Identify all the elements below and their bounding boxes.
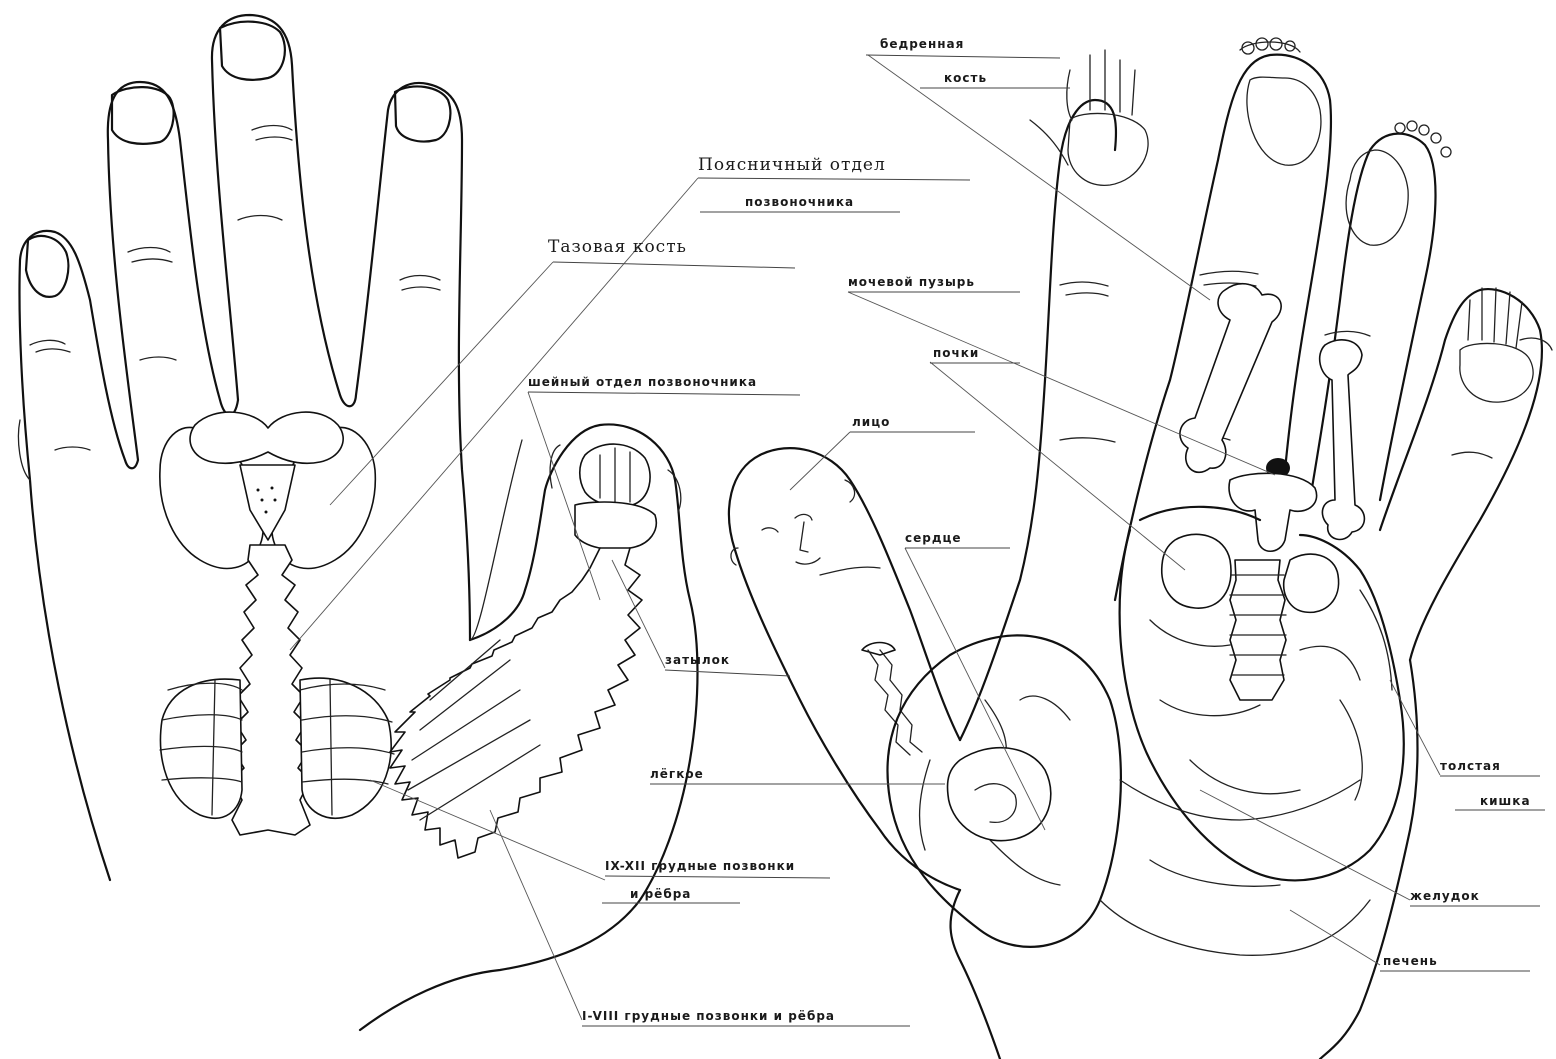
label-colon-line1: толстая [1440, 759, 1501, 773]
label-pelvic-bone: Тазовая кость [548, 237, 687, 257]
heart-drawing [948, 748, 1051, 841]
label-cervical-spine: шейный отдел позвоночника [528, 375, 757, 389]
label-occiput: затылок [665, 653, 730, 667]
label-bladder: мочевой пузырь [848, 275, 975, 289]
label-femur-line2: кость [944, 71, 987, 85]
label-stomach: желудок [1410, 889, 1480, 903]
label-lung: лёгкое [650, 767, 704, 781]
label-colon-line2: кишка [1480, 794, 1531, 808]
label-kidneys: почки [933, 346, 979, 360]
label-thoracic-9-12-line2: и рёбра [630, 887, 691, 901]
lumbar-spine-drawing [232, 545, 310, 835]
skull-drawing [575, 444, 656, 549]
label-heart: сердце [905, 531, 962, 545]
label-femur-line1: бедренная [880, 37, 964, 51]
label-lumbar-line2: позвоночника [745, 195, 854, 209]
label-thoracic-1-8: I-VIII грудные позвонки и рёбра [582, 1009, 835, 1023]
cervical-thoracic-spine-drawing [390, 548, 642, 858]
label-face: лицо [852, 415, 890, 429]
label-lumbar-line1: Поясничный отдел [698, 155, 886, 175]
bladder-drawing [1229, 458, 1317, 551]
label-liver: печень [1383, 954, 1438, 968]
face-thumb [729, 448, 960, 890]
label-thoracic-9-12-line1: IX-XII грудные позвонки [605, 859, 795, 873]
right-spine-drawing [1230, 560, 1286, 700]
stomach-liver-drawing [1100, 780, 1370, 955]
